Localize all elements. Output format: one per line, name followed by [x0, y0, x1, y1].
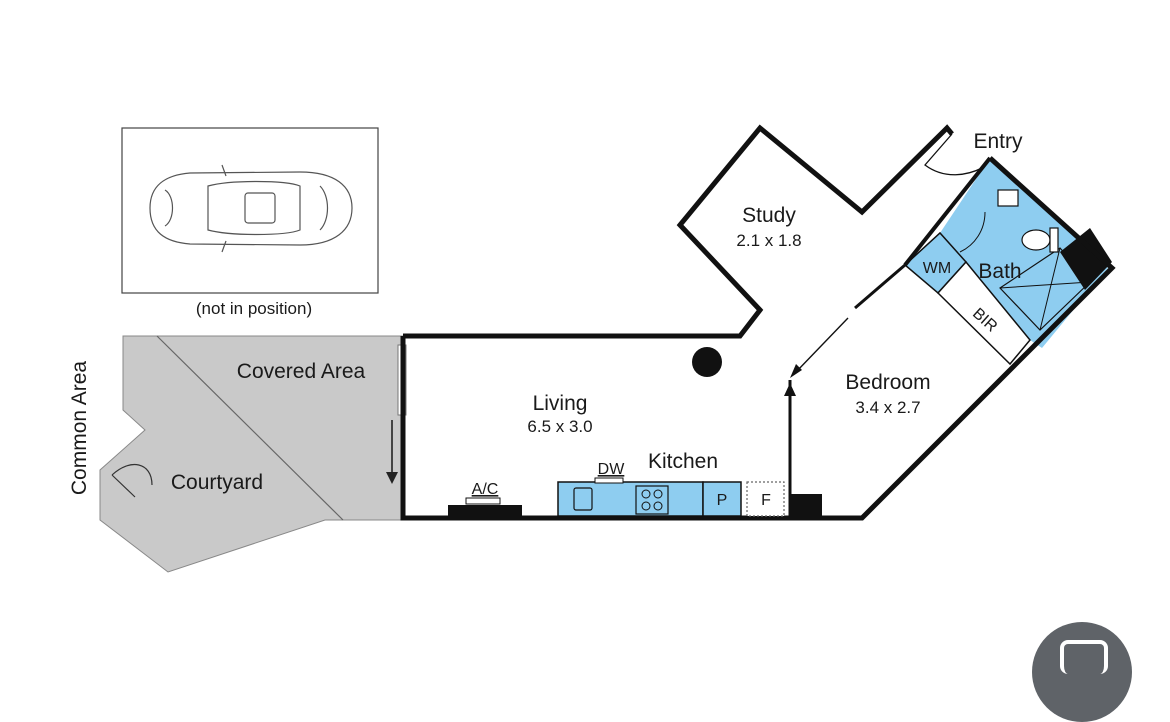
ac-label: A/C: [472, 481, 499, 498]
fridge-label: F: [761, 492, 771, 509]
car-note: (not in position): [196, 299, 312, 318]
cooktop-icon: [635, 485, 669, 515]
sink-icon: [573, 487, 593, 511]
courtyard-label: Courtyard: [171, 471, 263, 494]
covered-area-label: Covered Area: [237, 360, 366, 383]
living-label: Living: [533, 392, 588, 415]
car-space: [121, 127, 379, 294]
door-swing-icon: [111, 464, 153, 498]
entry-label: Entry: [973, 130, 1023, 153]
google-lens-icon: [1060, 640, 1108, 674]
wm-label: WM: [923, 260, 951, 277]
living-dims: 6.5 x 3.0: [527, 417, 592, 436]
kitchen-label: Kitchen: [648, 450, 718, 473]
ac-unit: [448, 505, 522, 519]
column-icon: [692, 347, 722, 377]
bath-label: Bath: [978, 260, 1021, 283]
floor-plan: (not in position) Covered Area Courtyard…: [68, 124, 1116, 573]
study-label: Study: [742, 204, 796, 227]
apartment-walls: [400, 124, 1116, 521]
dw-label: DW: [598, 461, 626, 478]
study-dims: 2.1 x 1.8: [736, 231, 801, 250]
toilet-icon: [1021, 227, 1059, 253]
pantry-label: P: [717, 492, 728, 509]
google-lens-button[interactable]: [1032, 622, 1132, 722]
sink-icon: [997, 189, 1019, 207]
bedroom-label: Bedroom: [845, 371, 930, 394]
entry-door-swing-icon: [924, 133, 983, 176]
car-icon: [149, 164, 353, 253]
bath-wet-area: [903, 158, 1108, 366]
kitchen-bench: [557, 477, 785, 517]
common-area-label: Common Area: [68, 361, 91, 496]
bedroom-dims: 3.4 x 2.7: [855, 398, 920, 417]
